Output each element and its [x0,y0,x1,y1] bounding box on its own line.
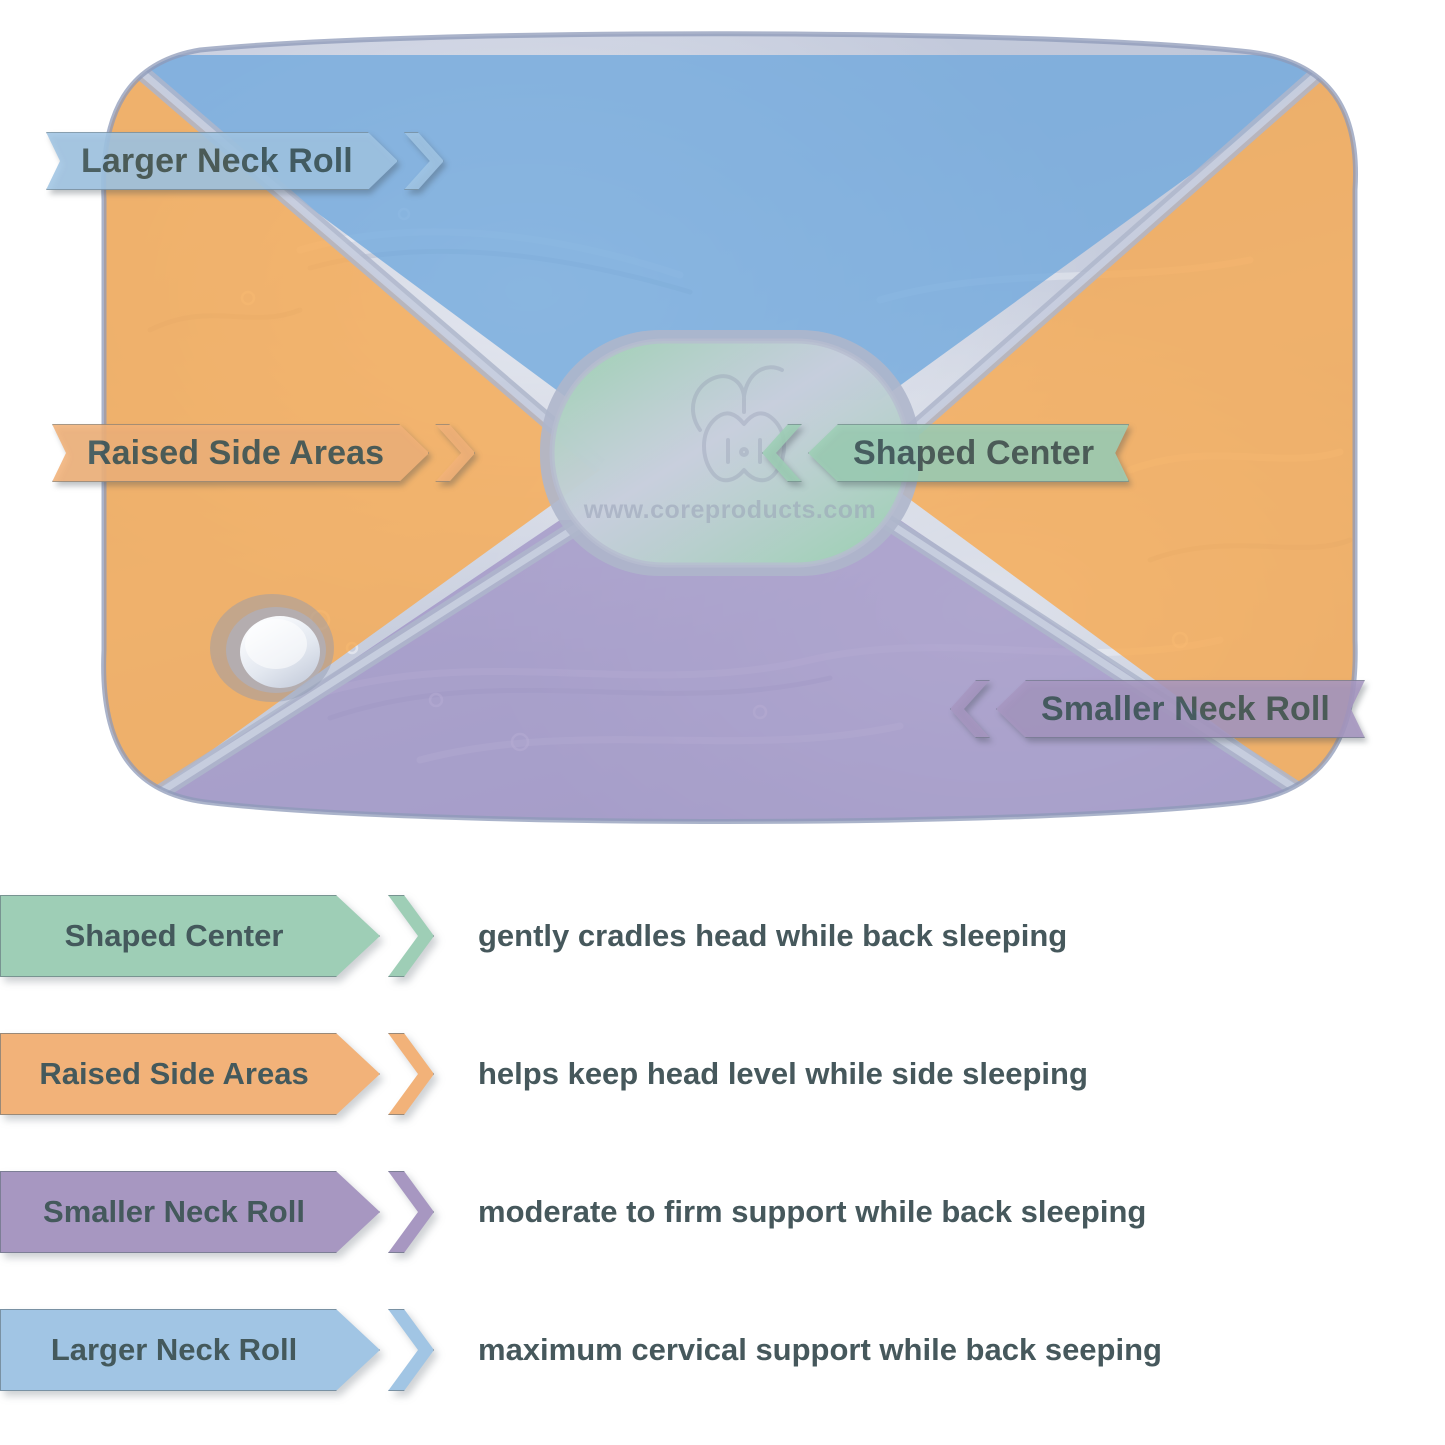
legend-row[interactable]: Shaped Center gently cradles head while … [0,890,1445,982]
chevron-right-icon [388,1309,434,1391]
legend-bar: Larger Neck Roll [0,1309,380,1391]
legend-bar: Shaped Center [0,895,380,977]
legend-arrow: Larger Neck Roll [0,1309,434,1391]
zone-shaped-center [540,330,920,576]
callout-bar: Shaped Center [808,424,1129,482]
chevron-right-icon [388,895,434,977]
legend-arrow: Shaped Center [0,895,434,977]
legend-arrow: Smaller Neck Roll [0,1171,434,1253]
pillow-illustration: www.coreproducts.com Larger Neck Roll [0,31,1445,824]
legend-bar: Smaller Neck Roll [0,1171,380,1253]
chevron-right-icon [388,1033,434,1115]
apple-core-logo [690,365,786,483]
chevron-left-icon [762,424,802,482]
callout-bar: Raised Side Areas [52,424,429,482]
chevron-right-icon [388,1171,434,1253]
legend-label: Raised Side Areas [39,1056,309,1091]
callout-shaped-center[interactable]: Shaped Center [762,424,1129,482]
legend-row[interactable]: Larger Neck Roll maximum cervical suppor… [0,1304,1445,1396]
legend-description: moderate to firm support while back slee… [478,1194,1147,1229]
legend-arrow: Raised Side Areas [0,1033,434,1115]
legend-row[interactable]: Smaller Neck Roll moderate to firm suppo… [0,1166,1445,1258]
pillow-valve [210,594,334,702]
chevron-left-icon [950,680,990,738]
callout-larger-neck-roll[interactable]: Larger Neck Roll [46,132,444,190]
legend-label: Shaped Center [64,918,284,953]
callout-bar: Larger Neck Roll [46,132,398,190]
legend-bar: Raised Side Areas [0,1033,380,1115]
chevron-right-icon [403,132,444,190]
legend-description: maximum cervical support while back seep… [478,1332,1162,1367]
legend-label: Smaller Neck Roll [43,1194,305,1229]
legend-label: Larger Neck Roll [50,1332,298,1367]
callout-label: Larger Neck Roll [81,141,353,180]
feature-legend: Shaped Center gently cradles head while … [0,890,1445,1442]
callout-label: Raised Side Areas [87,433,385,472]
legend-row[interactable]: Raised Side Areas helps keep head level … [0,1028,1445,1120]
legend-description: gently cradles head while back sleeping [478,918,1068,953]
callout-label: Shaped Center [853,433,1095,472]
pillow-outline [101,31,1359,824]
callout-raised-side-areas[interactable]: Raised Side Areas [52,424,476,482]
callout-bar: Smaller Neck Roll [996,680,1365,738]
chevron-right-icon [435,424,476,482]
legend-description: helps keep head level while side sleepin… [478,1056,1088,1091]
callout-smaller-neck-roll[interactable]: Smaller Neck Roll [950,680,1365,738]
callout-label: Smaller Neck Roll [1041,689,1330,728]
brand-url-embossed: www.coreproducts.com [583,496,876,524]
zone-smaller-neck-roll [104,520,1356,822]
